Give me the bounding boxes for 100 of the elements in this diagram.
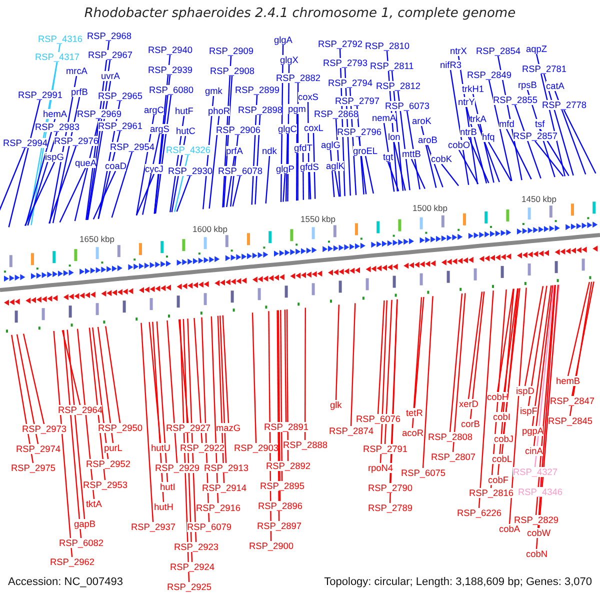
gene-label: RSP_2789 xyxy=(368,503,412,513)
gene-label: nifR3 xyxy=(440,60,462,70)
leader-line xyxy=(53,330,73,558)
gene-label: mazG xyxy=(216,423,241,433)
gene-label: RSP_2925 xyxy=(167,582,212,592)
gene-label: hutU xyxy=(151,443,170,453)
gene-label: RSP_2913 xyxy=(204,463,248,473)
gene-label: RSP_2900 xyxy=(249,541,294,551)
leader-line xyxy=(524,286,544,386)
leader-line xyxy=(105,326,121,424)
leader-line xyxy=(156,321,168,482)
gene-label: ntrY xyxy=(458,97,475,107)
leader-line xyxy=(334,170,340,197)
gene-label: RSP_2994 xyxy=(3,138,48,148)
leader-line xyxy=(452,293,466,452)
leader-line xyxy=(488,80,512,182)
gene-label: cobO xyxy=(448,140,470,150)
leader-line xyxy=(466,106,488,184)
leader-line xyxy=(194,318,203,444)
leader-line xyxy=(508,288,527,524)
gene-label: hemA xyxy=(43,109,68,119)
leader-line xyxy=(285,134,288,202)
leader-line xyxy=(534,285,554,468)
leader-line xyxy=(502,288,520,434)
gene-label: RSP_2937 xyxy=(131,522,176,532)
gene-label: RSP_2939 xyxy=(148,65,192,75)
scale-mark: 1500 kbp xyxy=(412,203,448,214)
leader-line xyxy=(393,142,406,191)
leader-line xyxy=(62,330,82,538)
gene-label: argC xyxy=(144,105,164,115)
gene-label: RSP_2975 xyxy=(11,463,56,473)
title: Rhodobacter sphaeroides 2.4.1 chromosome 1, complete genome xyxy=(83,6,517,21)
gene-label: RSP_2950 xyxy=(98,423,142,433)
gene-label: mfd xyxy=(499,119,514,129)
leader-line xyxy=(136,174,155,216)
leader-line xyxy=(488,142,512,182)
leader-line xyxy=(468,136,490,184)
gene-label: uvrA xyxy=(101,71,120,81)
leader-line xyxy=(142,134,160,215)
gene-label: RSP_2778 xyxy=(542,100,586,110)
gene-label: RSP_6075 xyxy=(401,468,446,478)
gene-label: RSP_2794 xyxy=(328,78,372,88)
leader-line xyxy=(420,126,437,188)
leader-line xyxy=(543,74,574,176)
gene-label: RSP_2868 xyxy=(314,109,358,119)
gene-label: cobI xyxy=(493,412,510,422)
leader-line xyxy=(280,45,284,202)
gene-label: RSP_4316 xyxy=(38,34,82,44)
gene-label: RSP_2792 xyxy=(318,39,362,49)
leader-line xyxy=(74,118,100,222)
gene-label: RSP_2903 xyxy=(234,443,278,453)
leader-line xyxy=(406,110,420,190)
gene-label: RSP_2953 xyxy=(83,480,128,490)
gene-label: queA xyxy=(75,158,96,168)
gene-label: hemB xyxy=(556,376,580,386)
scale-mark: 1600 kbp xyxy=(192,224,228,234)
gene-label: RSP_6080 xyxy=(149,85,194,95)
leader-line xyxy=(66,330,86,520)
gene-label: RSP_2807 xyxy=(431,452,476,462)
gene-label: RSP_2961 xyxy=(98,121,142,131)
gene-label: RSP_2849 xyxy=(467,70,512,80)
leader-line xyxy=(296,114,298,201)
gene-label: purL xyxy=(104,443,122,453)
scale-mark: 1550 kbp xyxy=(300,214,336,224)
leader-line xyxy=(178,319,189,424)
leader-line xyxy=(265,156,270,204)
gene-label: RSP_2927 xyxy=(166,423,210,433)
gene-label: gfdT xyxy=(294,143,312,153)
gene-label: prfB xyxy=(71,87,88,97)
leader-line xyxy=(534,140,564,177)
gene-label: cycJ xyxy=(145,164,164,174)
gene-label: RSP_2811 xyxy=(370,61,414,71)
gene-label: RSP_2976 xyxy=(54,136,98,146)
gene-label: RSP_2930 xyxy=(168,166,212,176)
leader-line xyxy=(533,285,554,446)
gene-label: rpoN4 xyxy=(368,463,394,473)
gene-label: glgX xyxy=(280,55,298,65)
gene-label: RSP_2898 xyxy=(238,105,282,115)
gene-label: RSP_2845 xyxy=(548,416,592,426)
leader-line xyxy=(449,293,463,432)
gene-label: RSP_2899 xyxy=(235,85,280,95)
gene-label: RSP_2829 xyxy=(514,515,558,525)
gene-label: RSP_2954 xyxy=(110,142,154,152)
gene-label: RSP_2940 xyxy=(148,45,192,55)
gene-label: ntrX xyxy=(450,46,467,56)
gene-label: cobJ xyxy=(494,434,514,444)
gene-label: RSP_2895 xyxy=(260,481,304,491)
gene-label: aqpZ xyxy=(526,44,547,54)
gene-label: RSP_2797 xyxy=(335,96,380,106)
gene-label: RSP_2914 xyxy=(202,483,246,493)
leader-line xyxy=(312,132,316,199)
leader-line xyxy=(536,284,556,550)
leader-line xyxy=(506,128,532,180)
gene-label: RSP_2874 xyxy=(329,426,374,436)
leader-line xyxy=(166,320,178,464)
gene-label: RSP_2808 xyxy=(428,432,472,442)
leader-line xyxy=(538,284,559,528)
gene-label: RSP_2891 xyxy=(264,422,308,432)
leader-line xyxy=(210,316,219,504)
leader-line xyxy=(535,285,556,516)
